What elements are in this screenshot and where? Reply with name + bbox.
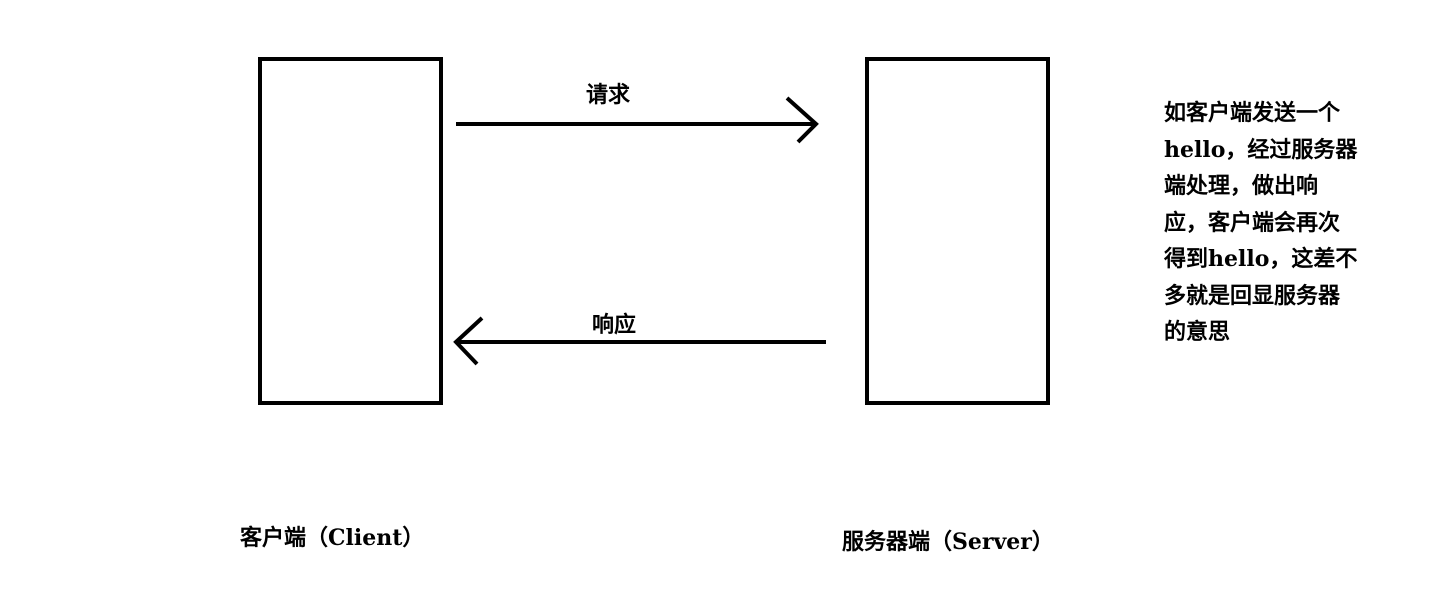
note-line: 多就是回显服务器	[1164, 282, 1341, 309]
explanation-note: 如客户端发送一个 hello，经过服务器 端处理，做出响 应，客户端会再次 得到…	[1164, 95, 1396, 351]
request-label: 请求	[586, 82, 631, 108]
response-arrow	[453, 316, 826, 366]
note-line: 得到hello，这差不	[1164, 246, 1358, 272]
note-line: 如客户端发送一个	[1164, 100, 1341, 126]
client-label: 客户端（Client）	[240, 525, 425, 551]
note-line: 端处理，做出响	[1164, 173, 1319, 199]
note-line: 的意思	[1164, 319, 1231, 345]
note-line: hello，经过服务器	[1164, 136, 1358, 163]
request-arrow	[456, 96, 819, 144]
note-line: 应，客户端会再次	[1164, 209, 1341, 236]
client-box	[258, 57, 443, 405]
response-label: 响应	[592, 312, 637, 338]
server-box	[865, 57, 1050, 405]
server-label: 服务器端（Server）	[842, 529, 1054, 555]
